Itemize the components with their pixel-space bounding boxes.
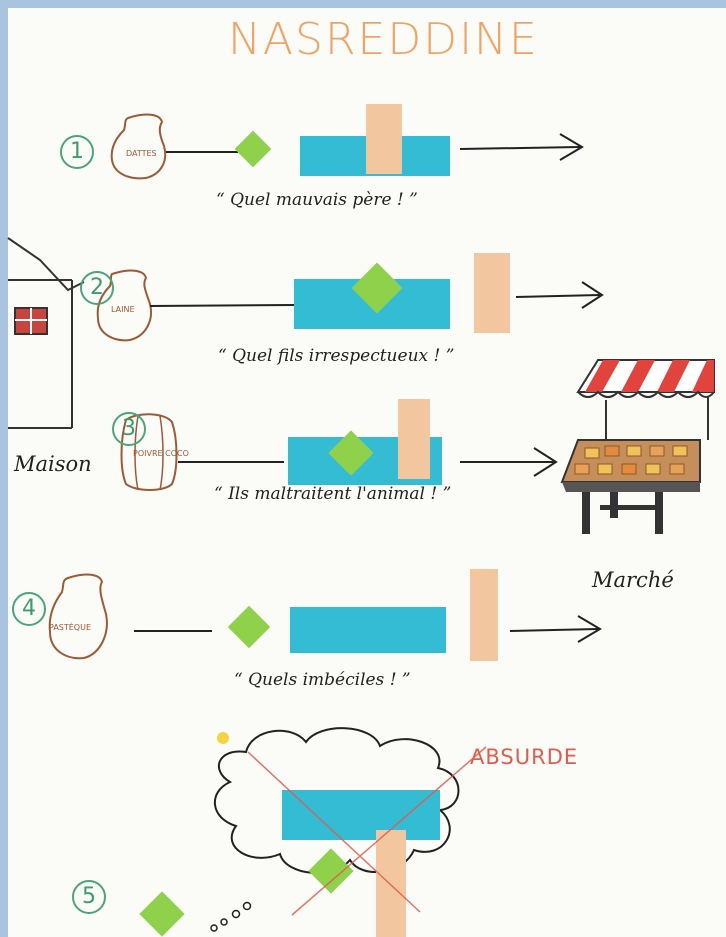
row1-father: [366, 104, 402, 174]
label-absurde: ABSURDE: [470, 745, 579, 769]
jar-pasteque-label: PASTÈQUE: [49, 621, 91, 632]
jar-poivre-coco-label: POIVRE COCO: [133, 449, 189, 458]
row1-son: [234, 130, 272, 168]
jar-dattes-label: DATTES: [126, 149, 157, 158]
label-maison: Maison: [14, 452, 92, 476]
step-number-1: 1: [60, 135, 94, 169]
quote-step-4: “ Quels imbéciles ! ”: [234, 670, 411, 690]
row3-father: [398, 399, 430, 479]
label-marche: Marché: [592, 568, 674, 592]
jar-laine-label: LAINE: [111, 305, 135, 314]
quote-step-1: “ Quel mauvais père ! ”: [216, 190, 418, 210]
sun-dot: [217, 732, 229, 744]
house-drawing: [7, 237, 85, 429]
jar-dattes: DATTES: [110, 113, 167, 180]
quote-step-3: “ Ils maltraitent l'animal ! ”: [214, 484, 452, 504]
cloud-father: [376, 830, 406, 937]
row4-arrow: [509, 615, 602, 643]
thought-cloud: [213, 727, 460, 874]
house-window: [14, 307, 48, 335]
step-number-2: 2: [80, 271, 114, 305]
row4-donkey: [290, 607, 446, 653]
row2-father: [474, 253, 510, 333]
cloud-donkey: [282, 790, 440, 840]
jar-pasteque: PASTÈQUE: [48, 573, 108, 660]
row1-arrow: [459, 133, 584, 161]
row4-father: [470, 569, 498, 661]
quote-step-2: “ Quel fils irrespectueux ! ”: [218, 346, 455, 366]
page-title: NASREDDINE: [228, 14, 539, 65]
market-stall-drawing: [560, 359, 715, 534]
row2-rope: [149, 304, 295, 307]
thought-bubbles: [210, 901, 252, 932]
step-number-3: 3: [112, 412, 146, 446]
row2-arrow: [515, 281, 604, 309]
row5-son: [139, 891, 185, 937]
step-number-4: 4: [12, 592, 46, 626]
row3-arrow: [460, 447, 558, 477]
cross-out-lines: [247, 746, 487, 916]
step-number-5: 5: [72, 880, 106, 914]
